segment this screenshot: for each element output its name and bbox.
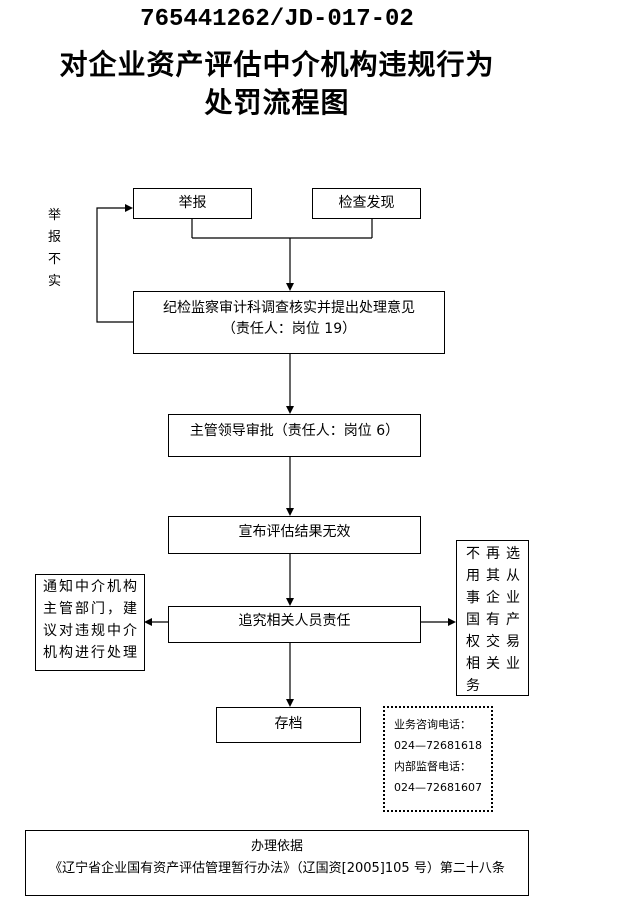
ban-line: 国有产	[466, 612, 526, 628]
document-code: 765441262/JD-017-02	[140, 6, 414, 33]
announce-invalid-box: 宣布评估结果无效	[168, 516, 421, 554]
connector-to-notify	[144, 618, 168, 626]
ban-line: 权交易	[466, 634, 526, 650]
connector-line	[96, 207, 133, 323]
arrowhead	[144, 618, 152, 626]
arrowhead	[286, 406, 294, 414]
notify-agency-box: 通知中介机构 主管部门，建 议对违规中介 机构进行处理	[35, 574, 145, 671]
arrowhead	[286, 283, 294, 291]
notify-line: 主管部门，建	[43, 601, 139, 617]
connector-false-report-feedback	[96, 204, 133, 323]
page-title-line-1: 对企业资产评估中介机构违规行为	[59, 48, 495, 81]
report-box: 举报	[133, 188, 252, 219]
arrowhead	[125, 204, 133, 212]
ban-line: 务	[466, 678, 486, 694]
arrowhead	[286, 508, 294, 516]
false-report-label: 举报不实	[48, 208, 62, 289]
investigation-text: 纪检监察审计科调查核实并提出处理意见	[163, 300, 415, 316]
approval-box: 主管领导审批（责任人：岗位 6）	[168, 414, 421, 457]
connector-to-investigation	[286, 238, 294, 291]
legal-basis-heading: 办理依据	[250, 839, 303, 854]
business-hotline-label: 业务咨询电话：	[394, 718, 471, 731]
connector-to-accountability	[286, 553, 294, 606]
contact-info-box: 业务咨询电话： 024—72681618 内部监督电话： 024—7268160…	[383, 706, 493, 812]
ban-line: 相关业	[466, 656, 526, 672]
legal-basis-box: 办理依据 《辽宁省企业国有资产评估管理暂行办法》（辽国资[2005]105 号）…	[25, 830, 529, 896]
arrowhead	[448, 618, 456, 626]
supervision-hotline-number: 024—72681607	[394, 781, 482, 794]
arrowhead	[286, 598, 294, 606]
notify-line: 通知中介机构	[43, 579, 139, 595]
investigation-box: 纪检监察审计科调查核实并提出处理意见 （责任人：岗位 19）	[133, 291, 445, 354]
ban-line: 不再选	[466, 546, 526, 562]
connector-to-ban	[420, 618, 456, 626]
investigation-responsible: （责任人：岗位 19）	[221, 321, 357, 337]
legal-basis-text: 《辽宁省企业国有资产评估管理暂行办法》（辽国资[2005]105 号）第二十八条	[49, 861, 505, 876]
notify-line: 机构进行处理	[43, 645, 139, 661]
connector-to-archive	[286, 642, 294, 707]
accountability-box: 追究相关人员责任	[168, 606, 421, 643]
connector-to-approval	[286, 353, 294, 414]
page-title-line-2: 处罚流程图	[204, 86, 350, 119]
ban-agency-box: 不再选 用其从 事企业 国有产 权交易 相关业 务	[456, 540, 529, 696]
connector-to-announce	[286, 456, 294, 516]
notify-line: 议对违规中介	[43, 623, 139, 639]
arrowhead	[286, 699, 294, 707]
business-hotline-number: 024—72681618	[394, 739, 482, 752]
supervision-hotline-label: 内部监督电话：	[394, 760, 471, 773]
ban-line: 用其从	[466, 568, 526, 584]
archive-box: 存档	[216, 707, 361, 743]
inspection-box: 检查发现	[312, 188, 421, 219]
ban-line: 事企业	[466, 590, 526, 606]
